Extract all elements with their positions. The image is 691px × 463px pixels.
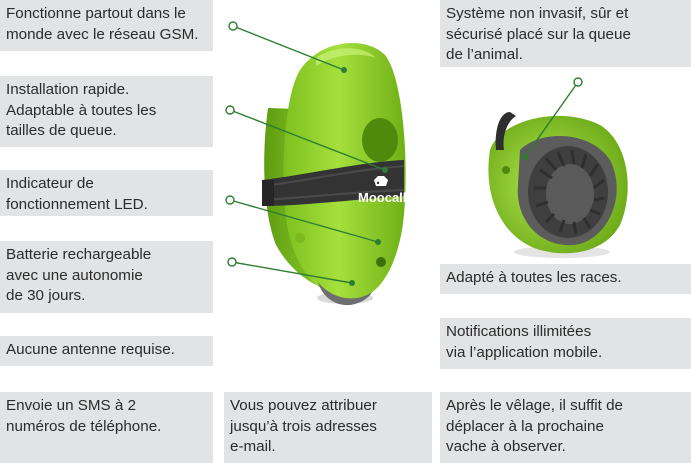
feature-notifications: Notifications illimitées via l’applicati… — [440, 318, 691, 369]
leader-battery — [231, 261, 353, 284]
charging-port — [376, 257, 386, 267]
feature-noninvasive: Système non invasif, sûr et sécurisé pla… — [440, 0, 691, 67]
sensor-main-device: Moocall — [261, 43, 406, 306]
side-button — [295, 233, 305, 243]
strap — [262, 160, 404, 206]
feature-breeds: Adapté à toutes les races. — [440, 264, 691, 294]
feature-sms: Envoie un SMS à 2 numéros de téléphone. — [0, 392, 213, 463]
device-opening — [362, 118, 398, 162]
feature-battery: Batterie rechargeable avec une autonomie… — [0, 241, 213, 313]
feature-antenna: Aucune antenne requise. — [0, 336, 213, 366]
feature-gsm: Fonctionne partout dans le monde avec le… — [0, 0, 213, 51]
svg-text:Moocall: Moocall — [358, 190, 406, 205]
leader-dots — [225, 21, 583, 267]
leader-install — [229, 109, 386, 171]
feature-led: Indicateur de fonctionnement LED. — [0, 170, 213, 216]
feature-email: Vous pouvez attribuer jusqu’à trois adre… — [224, 392, 432, 463]
sensor-ring-device — [488, 112, 628, 258]
device-bottom-cap — [318, 282, 372, 306]
leader-gsm — [232, 25, 345, 71]
moocall-logo: Moocall — [358, 176, 406, 205]
leader-lines — [229, 25, 579, 284]
feature-install: Installation rapide. Adaptable à toutes … — [0, 76, 213, 147]
leader-noninvasive — [524, 81, 579, 158]
leader-led — [229, 199, 379, 243]
ring-strap — [495, 112, 516, 150]
leader-end-dots — [341, 67, 528, 286]
feature-calving: Après le vêlage, il suffit de déplacer à… — [440, 392, 691, 463]
